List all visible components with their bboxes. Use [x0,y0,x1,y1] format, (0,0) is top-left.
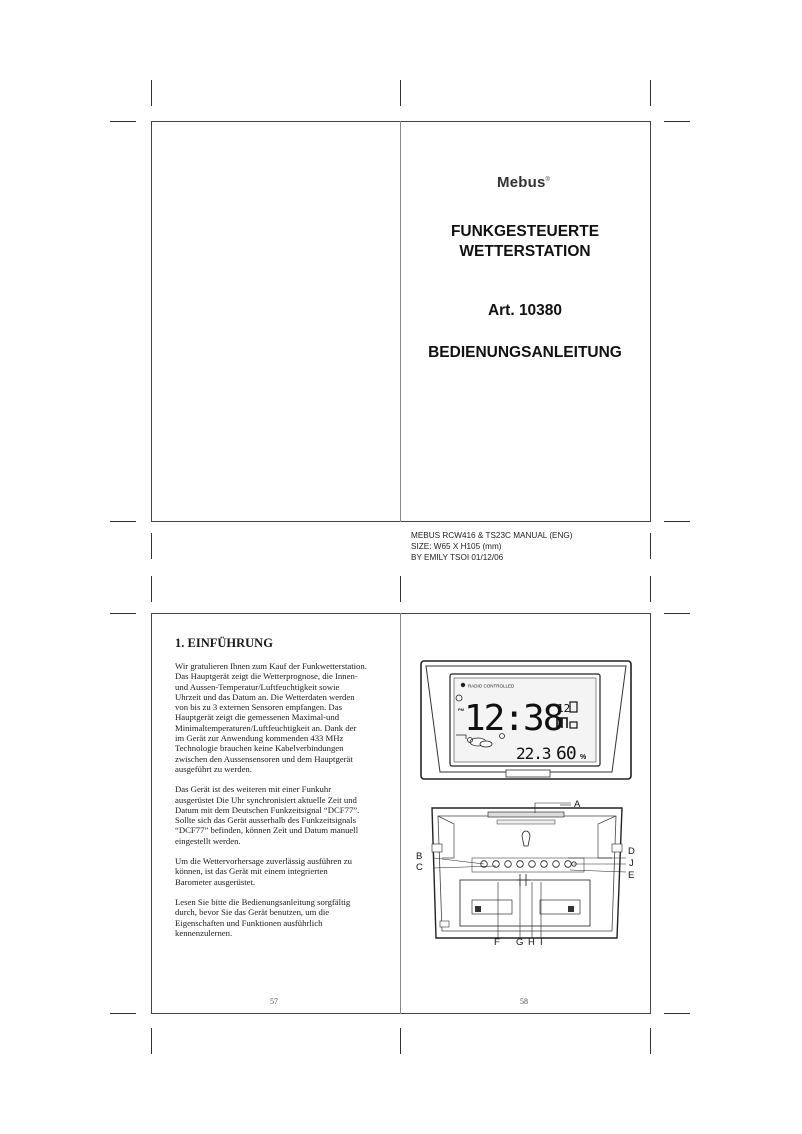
crop-mark [110,1013,136,1014]
paragraph-line: von bis zu 3 externen Sensoren empfangen… [175,702,342,713]
lcd-secondary-reading: 22.3 [516,744,551,763]
paragraph-line: Uhrzeit und das Datum an. Die Wetterdate… [175,691,355,702]
callout-label: B [416,851,423,862]
cover-title-line: FUNKGESTEUERTE [450,223,600,240]
page-number-left: 57 [270,997,278,1006]
intro-paragraph: Um die Wettervorhersage zuverlässig ausf… [175,856,387,887]
paragraph-line: können, ist das Gerät mit einem integrie… [175,866,328,877]
paragraph-line: Barometer ausgerüstet. [175,876,256,887]
paragraph-line: und Aussen-Temperatur/Luftfeuchtigkeit s… [175,681,340,692]
crop-mark [110,521,136,522]
crop-mark [650,80,651,106]
crop-mark [664,521,690,522]
paragraph-line: Lesen Sie bitte die Bedienungsanleitung … [175,896,351,907]
paragraph-line: Technologie brauchen keine Kabelverbindu… [175,743,344,754]
callout-label: A [574,799,581,810]
paragraph-line: ausgerüstet Die Uhr synchronisiert aktue… [175,794,357,805]
callout-label: J [629,858,634,869]
print-spec: MEBUS RCW416 & TS23C MANUAL (ENG) SIZE: … [411,530,573,563]
humidity-unit: % [580,754,587,761]
paragraph-line: zwischen den Aussensensoren und dem Haup… [175,753,353,764]
crop-mark [151,1028,152,1054]
crop-mark [650,533,651,559]
pm-indicator: PM [458,707,465,712]
brand-name: Mebus [497,174,546,191]
crop-mark [664,613,690,614]
paragraph-line: im Gerät zur Anwendung kommenden 433 MHz [175,733,344,744]
crop-mark [400,1028,401,1054]
paragraph-line: eingestellt werden. [175,835,241,846]
paragraph-line: Wir gratulieren Ihnen zum Kauf der Funkw… [175,661,367,671]
paragraph-line: Sollte sich das Gerät ausserhalb des Fun… [175,815,356,826]
intro-paragraph: Wir gratulieren Ihnen zum Kauf der Funkw… [175,661,387,774]
paragraph-line: “DCF77” befinden, können Zeit und Datum … [175,825,359,836]
paragraph-line: Minimaltemperaturen/Luftfeuchtigkeit an.… [175,722,357,733]
callout-label: F [494,937,500,948]
callout-label: C [416,862,423,873]
section-heading: 1. EINFÜHRUNG [175,636,273,650]
callout-label: E [628,870,635,881]
callout-label: I [540,937,543,948]
paragraph-line: Eigenschaften und Funktionen ausführlich [175,917,323,928]
spread-divider [400,121,401,522]
lcd-humidity: 60 [556,743,576,764]
manual-spread [151,613,651,1014]
device-back-illustration [431,802,627,939]
spec-line: BY EMILY TSOI 01/12/06 [411,553,504,562]
paragraph-line: Datum mit dem Deutschen Funkzeitsignal “… [175,804,360,815]
callout-label: H [528,937,535,948]
crop-mark [400,576,401,602]
spec-line: MEBUS RCW416 & TS23C MANUAL (ENG) [411,531,573,540]
brand-logo: Mebus® [497,174,550,191]
article-number: Art. 10380 [487,302,563,319]
spread-divider [400,613,401,1014]
paragraph-line: durch, bevor Sie das Gerät benutzen, um … [175,907,330,918]
lcd-day: 12 [557,702,570,715]
crop-mark [400,80,401,106]
spec-line: SIZE: W65 X H105 (mm) [411,542,502,551]
intro-body: Wir gratulieren Ihnen zum Kauf der Funkw… [175,661,387,938]
lcd-time: 12:38 [464,698,563,739]
cover-title-line: WETTERSTATION [459,243,591,260]
paragraph-line: ausgeführt zu werden. [175,763,252,774]
paragraph-line: kennenzulernen. [175,927,233,938]
intro-section: 1. EINFÜHRUNG Wir gratulieren Ihnen zum … [175,636,387,938]
paragraph-line: Das Hauptgerät zeigt die Wetterprognose,… [175,671,358,682]
registered-mark: ® [545,177,551,183]
page-number-right: 58 [520,997,528,1006]
paragraph-line: Hauptgerät zeigt die gemessenen Maximal-… [175,712,340,723]
crop-mark [151,80,152,106]
cover-spread [151,121,651,522]
radio-controlled-label: RADIO CONTROLLED [468,684,515,689]
crop-mark [650,1028,651,1054]
manual-title: BEDIENUNGSANLEITUNG [428,344,622,361]
crop-mark [151,576,152,602]
crop-mark [110,121,136,122]
crop-mark [151,533,152,559]
device-front-illustration: RADIO CONTROLLED PM 12:38 12 22.3 60 % [420,660,632,780]
intro-paragraph: Das Gerät ist des weiteren mit einer Fun… [175,784,387,846]
callout-label: D [628,846,635,857]
crop-mark [664,1013,690,1014]
callout-label: G [516,937,524,948]
crop-mark [650,576,651,602]
cover-title: FUNKGESTEUERTE WETTERSTATION [425,222,625,262]
paragraph-line: Um die Wettervorhersage zuverlässig ausf… [175,856,352,867]
crop-mark [664,121,690,122]
intro-paragraph: Lesen Sie bitte die Bedienungsanleitung … [175,897,387,938]
crop-mark [110,613,136,614]
paragraph-line: Das Gerät ist des weiteren mit einer Fun… [175,784,332,795]
